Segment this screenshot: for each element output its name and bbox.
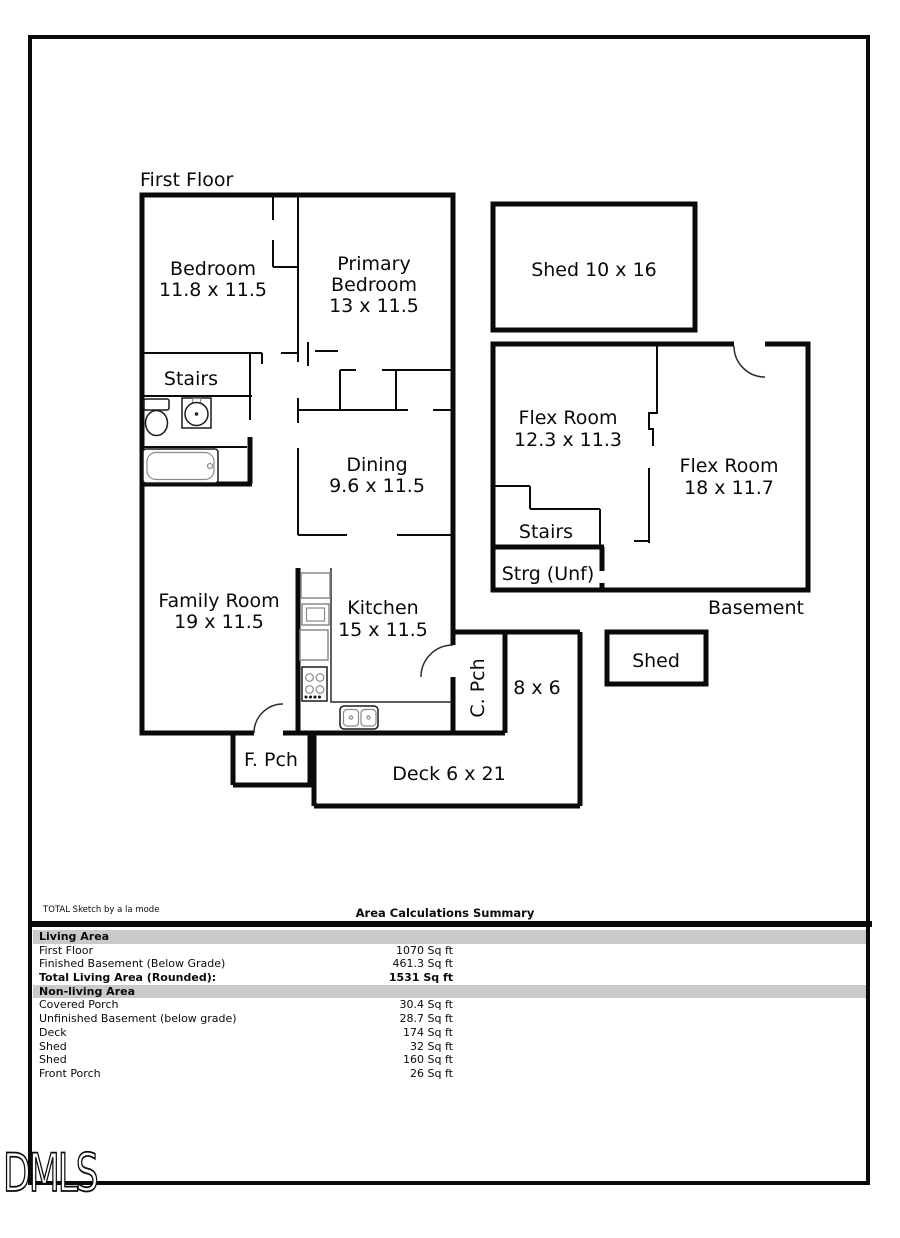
row-label: Shed [39, 1053, 67, 1067]
table-row: Front Porch 26 Sq ft [33, 1067, 866, 1081]
basement-title: Basement [708, 597, 804, 619]
side-area-dims: 8 x 6 [513, 677, 561, 699]
row-label: Finished Basement (Below Grade) [39, 957, 226, 971]
dining-dims: 9.6 x 11.5 [329, 475, 425, 497]
table-divider-bar [28, 921, 872, 927]
row-value: 32 Sq ft [410, 1039, 453, 1053]
small-shed-outline [604, 629, 709, 687]
row-label: Front Porch [39, 1066, 101, 1080]
row-value: 1070 Sq ft [396, 943, 453, 957]
table-row: Unfinished Basement (below grade) 28.7 S… [33, 1012, 866, 1026]
table-row: Shed 32 Sq ft [33, 1040, 866, 1054]
row-label: Unfinished Basement (below grade) [39, 1012, 237, 1026]
section-header-non-living-area: Non-living Area [33, 984, 866, 999]
table-row: Shed 160 Sq ft [33, 1053, 866, 1067]
area-calculations-table: Living Area First Floor 1070 Sq ft Finis… [33, 930, 866, 1081]
row-value: 30.4 Sq ft [399, 998, 453, 1012]
front-porch-label: F. Pch [244, 749, 298, 771]
bedroom-dims: 11.8 x 11.5 [159, 279, 267, 301]
door-openings [253, 339, 766, 738]
flex-room-2-label: Flex Room [680, 455, 779, 477]
dining-label: Dining [346, 454, 407, 476]
mls-watermark: DMLS [2, 1141, 100, 1204]
cabinet-icon [299, 629, 329, 661]
primary-bedroom-label-1: Primary [337, 253, 410, 275]
row-value: 26 Sq ft [410, 1066, 453, 1080]
table-row-total: Total Living Area (Rounded): 1531 Sq ft [33, 971, 866, 985]
row-label: Shed [39, 1039, 67, 1053]
bathroom-sink-icon [181, 397, 212, 429]
kitchen-dims: 15 x 11.5 [338, 619, 428, 641]
shed-large-label: Shed 10 x 16 [531, 259, 657, 281]
kitchen-label: Kitchen [347, 597, 418, 619]
oven-icon [301, 603, 330, 626]
basement-walls [490, 201, 811, 593]
row-label: First Floor [39, 943, 94, 957]
section-header-living-area: Living Area [33, 930, 866, 944]
door-arc-basement [733, 345, 766, 378]
row-value: 1531 Sq ft [388, 971, 453, 985]
kitchen-sink-icon [339, 705, 379, 730]
shed-small-label: Shed [632, 650, 680, 672]
sketch-software-note: TOTAL Sketch by a la mode [43, 905, 160, 915]
primary-bedroom-dims: 13 x 11.5 [329, 295, 419, 317]
flex-room-2-dims: 18 x 11.7 [684, 477, 774, 499]
bedroom-label: Bedroom [170, 258, 256, 280]
table-row: First Floor 1070 Sq ft [33, 944, 866, 958]
row-value: 174 Sq ft [403, 1025, 453, 1039]
first-floor-walls [139, 192, 583, 809]
row-label: Deck [39, 1025, 67, 1039]
primary-bedroom-label-2: Bedroom [331, 274, 417, 296]
storage-label: Strg (Unf) [502, 563, 595, 585]
section-header-label: Living Area [39, 930, 110, 943]
flex-room-1-label: Flex Room [519, 407, 618, 429]
refrigerator-icon [300, 572, 331, 599]
bathtub-icon [142, 448, 219, 484]
row-value: 28.7 Sq ft [399, 1012, 453, 1026]
first-floor-title: First Floor [140, 169, 233, 191]
door-arc-front-porch [253, 703, 284, 734]
family-room-label: Family Room [158, 590, 279, 612]
door-arc-covered-porch [420, 644, 454, 678]
stairs-label-first-floor: Stairs [164, 368, 218, 390]
covered-porch-label: C. Pch [467, 658, 489, 717]
stairs-label-basement: Stairs [519, 521, 573, 543]
section-header-label: Non-living Area [39, 984, 135, 998]
stove-icon [301, 666, 328, 702]
area-table-title: Area Calculations Summary [355, 906, 535, 920]
row-value: 160 Sq ft [403, 1053, 453, 1067]
table-row: Deck 174 Sq ft [33, 1026, 866, 1040]
toilet-icon [143, 398, 170, 437]
row-label: Total Living Area (Rounded): [39, 971, 217, 985]
svg-text:DMLS: DMLS [3, 1142, 97, 1204]
row-value: 461.3 Sq ft [392, 957, 453, 971]
row-label: Covered Porch [39, 998, 119, 1012]
deck-label: Deck 6 x 21 [392, 763, 505, 785]
family-room-dims: 19 x 11.5 [174, 611, 264, 633]
flex-room-1-dims: 12.3 x 11.3 [514, 429, 622, 451]
table-row: Finished Basement (Below Grade) 461.3 Sq… [33, 957, 866, 971]
table-row: Covered Porch 30.4 Sq ft [33, 998, 866, 1012]
